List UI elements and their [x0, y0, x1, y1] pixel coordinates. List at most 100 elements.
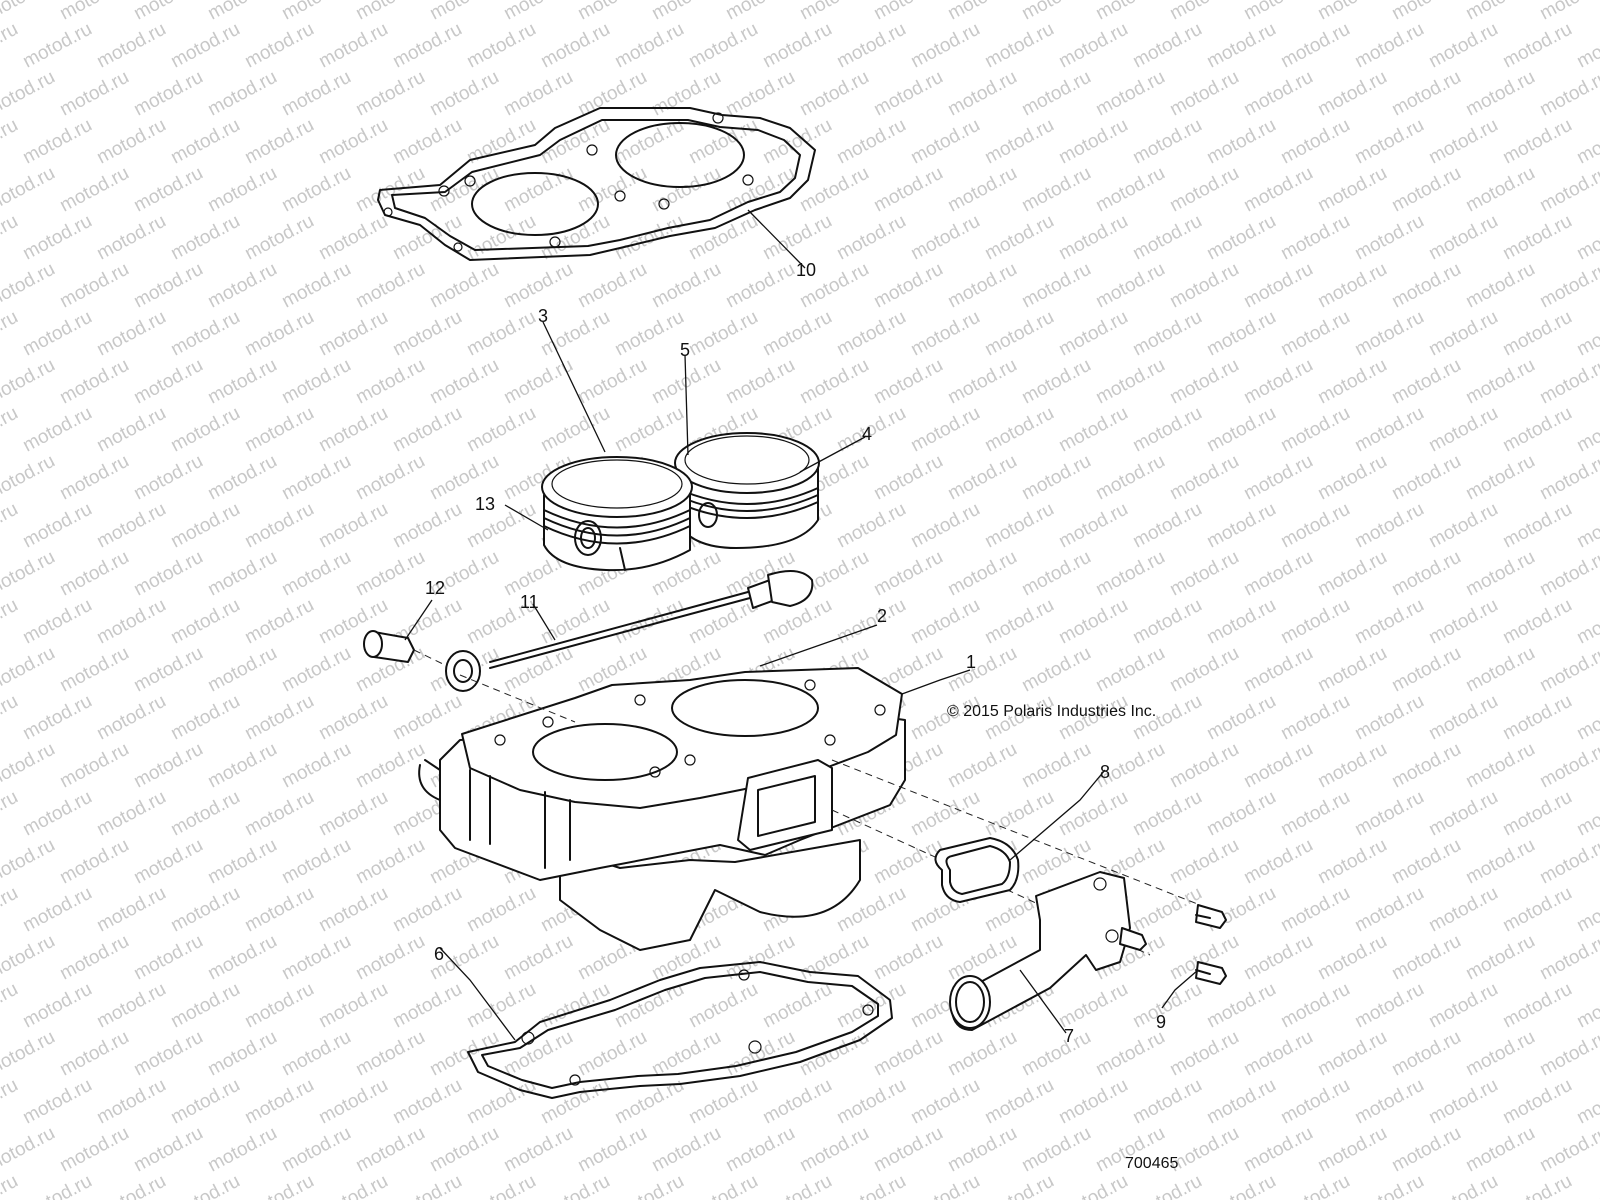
- watermark-text: motod.ru: [93, 211, 169, 265]
- watermark-text: motod.ru: [1388, 835, 1464, 889]
- watermark-text: motod.ru: [0, 883, 22, 937]
- watermark-text: motod.ru: [463, 211, 539, 265]
- watermark-text: motod.ru: [1240, 547, 1316, 601]
- watermark-text: motod.ru: [1314, 451, 1390, 505]
- watermark-text: motod.ru: [1166, 1027, 1242, 1081]
- watermark-text: motod.ru: [611, 403, 687, 457]
- watermark-text: motod.ru: [204, 355, 280, 409]
- watermark-text: motod.ru: [241, 499, 317, 553]
- watermark-text: motod.ru: [1573, 787, 1600, 841]
- watermark-text: motod.ru: [870, 931, 946, 985]
- watermark-text: motod.ru: [463, 1171, 539, 1200]
- watermark-text: motod.ru: [1499, 979, 1575, 1033]
- watermark-text: motod.ru: [944, 67, 1020, 121]
- watermark-text: motod.ru: [167, 115, 243, 169]
- watermark-text: motod.ru: [1314, 739, 1390, 793]
- watermark-text: motod.ru: [1055, 1171, 1131, 1200]
- watermark-text: motod.ru: [1277, 595, 1353, 649]
- watermark-text: motod.ru: [1425, 1171, 1501, 1200]
- watermark-text: motod.ru: [0, 1123, 59, 1177]
- pistons-part: [541, 432, 820, 572]
- watermark-text: motod.ru: [1314, 67, 1390, 121]
- watermark-text: motod.ru: [130, 0, 206, 24]
- watermark-text: motod.ru: [389, 499, 465, 553]
- watermark-text: motod.ru: [0, 451, 59, 505]
- watermark-text: motod.ru: [685, 211, 761, 265]
- watermark-text: motod.ru: [0, 835, 59, 889]
- watermark-text: motod.ru: [426, 259, 502, 313]
- watermark-text: motod.ru: [130, 259, 206, 313]
- callout-10: 10: [796, 260, 816, 280]
- watermark-text: motod.ru: [241, 307, 317, 361]
- watermark-text: motod.ru: [907, 115, 983, 169]
- watermark-text: motod.ru: [0, 115, 22, 169]
- watermark-text: motod.ru: [870, 355, 946, 409]
- base-gasket-part: [467, 961, 893, 1099]
- watermark-text: motod.ru: [463, 883, 539, 937]
- watermark-text: motod.ru: [1351, 115, 1427, 169]
- watermark-text: motod.ru: [1166, 355, 1242, 409]
- watermark-text: motod.ru: [944, 163, 1020, 217]
- watermark-text: motod.ru: [1351, 1075, 1427, 1129]
- watermark-text: motod.ru: [167, 595, 243, 649]
- watermark-text: motod.ru: [1351, 19, 1427, 73]
- watermark-text: motod.ru: [981, 499, 1057, 553]
- watermark-text: motod.ru: [759, 979, 835, 1033]
- watermark-text: motod.ru: [0, 1075, 22, 1129]
- watermark-text: motod.ru: [167, 211, 243, 265]
- watermark-text: motod.ru: [278, 0, 354, 24]
- watermark-text: motod.ru: [1314, 643, 1390, 697]
- watermark-text: motod.ru: [1277, 403, 1353, 457]
- watermark-text: motod.ru: [1277, 499, 1353, 553]
- watermark-text: motod.ru: [500, 0, 576, 24]
- watermark-text: motod.ru: [1129, 787, 1205, 841]
- watermark-text: motod.ru: [1018, 739, 1094, 793]
- watermark-text: motod.ru: [1129, 979, 1205, 1033]
- watermark-text: motod.ru: [130, 643, 206, 697]
- watermark-text: motod.ru: [981, 211, 1057, 265]
- watermark-text: motod.ru: [56, 1123, 132, 1177]
- watermark-text: motod.ru: [278, 643, 354, 697]
- watermark-text: motod.ru: [1277, 211, 1353, 265]
- watermark-text: motod.ru: [93, 691, 169, 745]
- watermark-text: motod.ru: [389, 1171, 465, 1200]
- watermark-text: motod.ru: [907, 403, 983, 457]
- watermark-text: motod.ru: [833, 499, 909, 553]
- watermark-text: motod.ru: [0, 259, 59, 313]
- callout-12: 12: [425, 578, 445, 598]
- watermark-text: motod.ru: [315, 19, 391, 73]
- watermark-text: motod.ru: [241, 595, 317, 649]
- callout-3: 3: [538, 306, 548, 326]
- watermark-text: motod.ru: [1536, 547, 1600, 601]
- watermark-text: motod.ru: [1018, 259, 1094, 313]
- callout-1: 1: [966, 652, 976, 672]
- watermark-text: motod.ru: [537, 19, 613, 73]
- watermark-text: motod.ru: [1203, 19, 1279, 73]
- watermark-text: motod.ru: [130, 451, 206, 505]
- watermark-text: motod.ru: [352, 451, 428, 505]
- watermark-text: motod.ru: [204, 835, 280, 889]
- watermark-text: motod.ru: [1129, 403, 1205, 457]
- watermark-text: motod.ru: [315, 691, 391, 745]
- watermark-text: motod.ru: [1203, 1171, 1279, 1200]
- watermark-text: motod.ru: [56, 259, 132, 313]
- watermark-text: motod.ru: [204, 1123, 280, 1177]
- watermark-text: motod.ru: [1314, 0, 1390, 24]
- watermark-text: motod.ru: [1203, 307, 1279, 361]
- watermark-text: motod.ru: [204, 163, 280, 217]
- watermark-text: motod.ru: [1388, 451, 1464, 505]
- watermark-text: motod.ru: [1055, 115, 1131, 169]
- watermark-text: motod.ru: [19, 1075, 95, 1129]
- watermark-text: motod.ru: [1314, 547, 1390, 601]
- watermark-text: motod.ru: [1277, 115, 1353, 169]
- watermark-text: motod.ru: [1388, 739, 1464, 793]
- watermark-text: motod.ru: [167, 307, 243, 361]
- watermark-text: motod.ru: [1129, 1171, 1205, 1200]
- watermark-text: motod.ru: [1351, 307, 1427, 361]
- watermark-text: motod.ru: [1462, 163, 1538, 217]
- watermark-text: motod.ru: [759, 307, 835, 361]
- watermark-text: motod.ru: [278, 1123, 354, 1177]
- watermark-text: motod.ru: [796, 355, 872, 409]
- watermark-text: motod.ru: [315, 307, 391, 361]
- watermark-text: motod.ru: [1240, 931, 1316, 985]
